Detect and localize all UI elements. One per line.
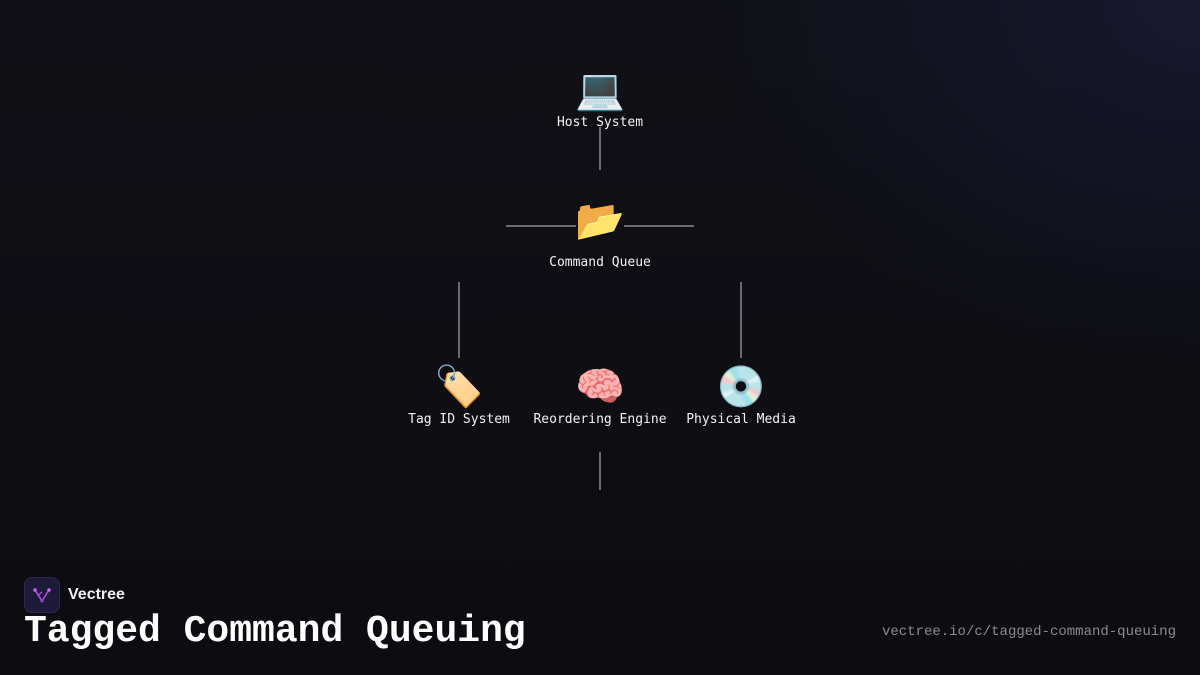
node-label: Host System [556, 115, 644, 130]
laptop-icon: 💻 [575, 67, 625, 113]
brain-icon: 🧠 [575, 364, 625, 410]
connector-engine-bottom [599, 452, 601, 490]
open-folder-icon: 📂 [575, 198, 625, 244]
vectree-logo-icon [24, 577, 60, 613]
tag-icon: 🏷️ [434, 364, 484, 410]
disc-icon: 💿 [716, 364, 766, 410]
node-host-system: 💻 Host System [557, 67, 643, 130]
page-title: Tagged Command Queuing [24, 610, 526, 653]
node-label: Physical Media [686, 412, 796, 427]
page-url[interactable]: vectree.io/c/tagged-command-queuing [881, 624, 1176, 640]
brand-name: Vectree [68, 586, 125, 603]
node-label: Tag ID System [408, 412, 510, 427]
node-reordering-engine: 🧠 Reordering Engine [533, 364, 666, 427]
node-label: Reordering Engine [533, 412, 667, 427]
connector-queue-left [506, 225, 576, 227]
brand: Vectree [24, 577, 125, 613]
connector-tag [458, 282, 460, 358]
node-tag-id-system: 🏷️ Tag ID System [408, 364, 510, 427]
connector-media [740, 282, 742, 358]
connector-host-queue [599, 127, 601, 170]
node-physical-media: 💿 Physical Media [686, 364, 796, 427]
node-command-queue: 📂 Command Queue [549, 198, 651, 270]
connector-queue-right [624, 225, 694, 227]
node-label: Command Queue [549, 255, 651, 270]
